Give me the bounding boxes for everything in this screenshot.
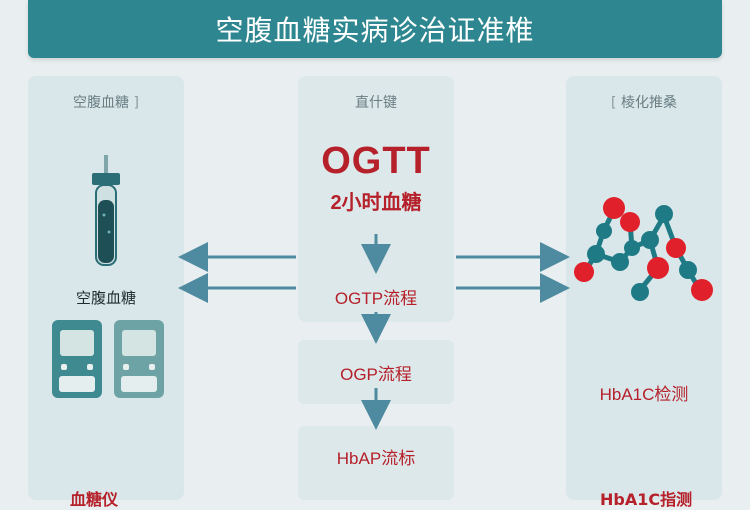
glucose-meter-icon [114, 320, 164, 398]
ogtt-subtitle: 2小时血糖 [330, 192, 422, 214]
page-title: 空腹血糖实病诊治证准椎 [215, 14, 535, 47]
ogtt-title: OGTT [321, 140, 431, 182]
left-arrows [178, 242, 296, 303]
glucose-meter-icon [52, 320, 102, 398]
ogtp-step-label: OGTP流程 [334, 289, 418, 308]
test-tube-icon [92, 155, 120, 266]
left-panel-label-main: 腹血糖 [87, 95, 130, 111]
left-panel-label: 空腹血糖 ] [28, 92, 184, 112]
left-panel: 空腹血糖 ] [28, 76, 184, 500]
center-panel: 直什键 [298, 76, 454, 322]
molecule-icon [574, 197, 713, 301]
fasting-glucose-caption: 空腹血糖 [75, 289, 136, 307]
left-panel-label-open: 空 [73, 95, 88, 111]
title-bar: 空腹血糖实病诊治证准椎 [28, 0, 722, 58]
right-arrows [456, 242, 570, 303]
center-panel-label: 直什键 [355, 95, 397, 111]
left-panel-label-close: ] [133, 95, 139, 111]
right-panel-label-open: [ [611, 95, 617, 111]
hbap-step-label: HbAP流标 [336, 449, 416, 468]
hbap-step-box: HbAP流标 [298, 426, 454, 500]
hba1c-caption: HbA1C检测 [599, 385, 689, 404]
ogp-step-label: OGP流程 [340, 364, 412, 384]
right-panel-label: [ 棱化推桑 [566, 92, 722, 112]
right-panel-label-main: 棱化推桑 [620, 95, 677, 111]
